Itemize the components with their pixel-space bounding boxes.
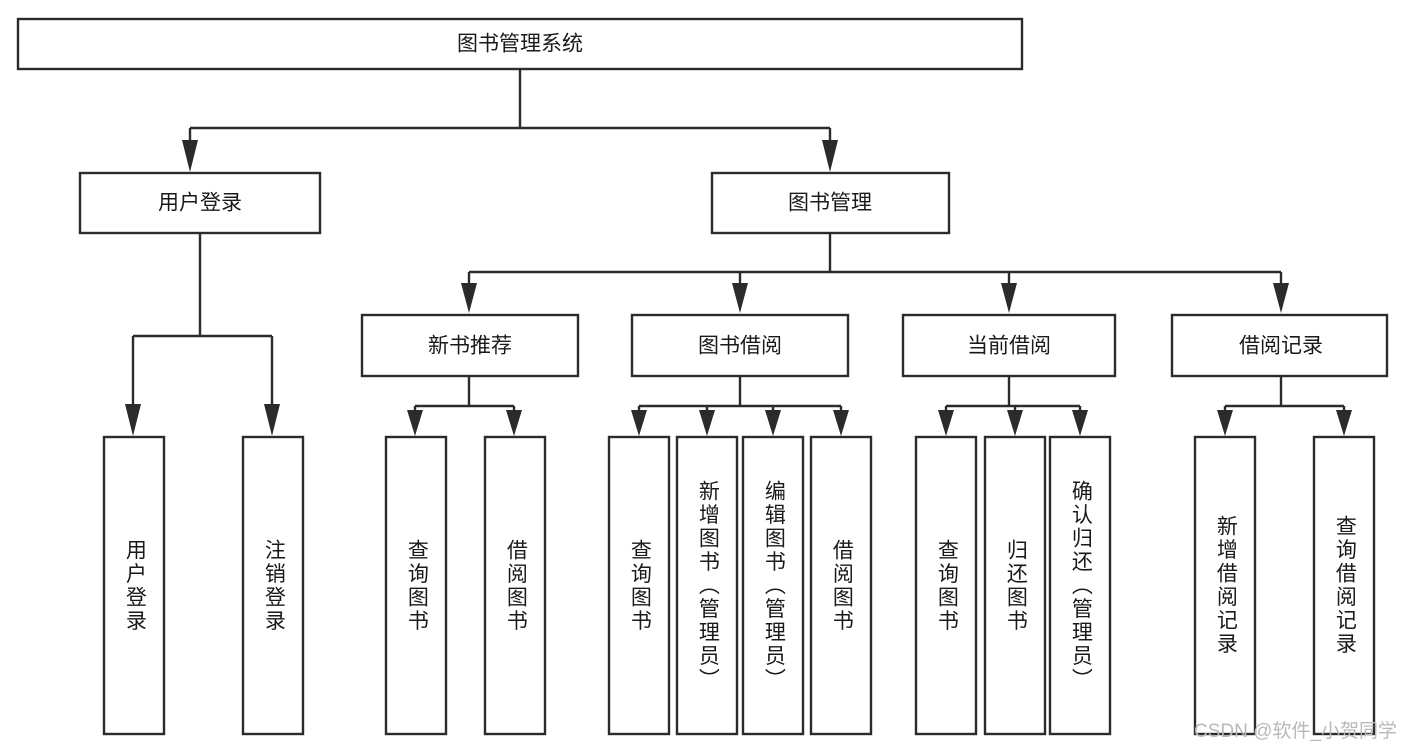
connector-newbook-to-leaves xyxy=(407,376,522,436)
node-box-leaf-query-book-2[interactable] xyxy=(607,435,671,736)
node-box-leaf-confirm-return[interactable] xyxy=(1048,435,1112,736)
node-label-book-manage: 图书管理 xyxy=(788,192,872,215)
node-box-leaf-query-record[interactable] xyxy=(1312,435,1376,736)
arrow-head-icon xyxy=(822,140,838,172)
node-book-borrow[interactable]: 图书借阅 xyxy=(630,313,850,378)
node-box-new-book-rec[interactable] xyxy=(360,313,580,378)
node-box-leaf-borrow-book-2[interactable] xyxy=(809,435,873,736)
arrow-head-icon xyxy=(461,283,477,313)
arrow-head-icon xyxy=(264,404,280,436)
node-box-leaf-query-book-1[interactable] xyxy=(384,435,448,736)
arrow-head-icon xyxy=(1007,410,1023,436)
node-box-borrow-record[interactable] xyxy=(1170,313,1389,378)
node-box-root[interactable] xyxy=(16,17,1024,71)
node-box-leaf-user-logout[interactable] xyxy=(241,435,305,736)
arrow-head-icon xyxy=(506,410,522,436)
arrow-head-icon xyxy=(699,410,715,436)
node-box-book-borrow[interactable] xyxy=(630,313,850,378)
node-box-leaf-add-book[interactable] xyxy=(675,435,739,736)
arrow-head-icon xyxy=(407,410,423,436)
connector-bookborrow-to-leaves xyxy=(631,376,849,436)
csdn-watermark: CSDN @软件_小贺同学 xyxy=(1194,721,1397,742)
connector-currentborrow-to-leaves xyxy=(938,376,1088,436)
node-label-book-borrow: 图书借阅 xyxy=(698,335,782,358)
arrow-head-icon xyxy=(938,410,954,436)
node-label-root: 图书管理系统 xyxy=(457,33,583,56)
node-box-leaf-add-record[interactable] xyxy=(1193,435,1257,736)
connector-root-to-level1 xyxy=(182,69,838,172)
node-borrow-record[interactable]: 借阅记录 xyxy=(1170,313,1389,378)
arrow-head-icon xyxy=(631,410,647,436)
node-user-login[interactable]: 用户登录 xyxy=(78,171,322,235)
connector-borrowrecord-to-leaves xyxy=(1217,376,1352,436)
node-root[interactable]: 图书管理系统 xyxy=(16,17,1024,71)
node-new-book-rec[interactable]: 新书推荐 xyxy=(360,313,580,378)
node-box-book-manage[interactable] xyxy=(710,171,951,235)
node-label-new-book-rec: 新书推荐 xyxy=(428,335,512,358)
node-current-borrow[interactable]: 当前借阅 xyxy=(901,313,1117,378)
node-box-user-login[interactable] xyxy=(78,171,322,235)
connector-bookmanage-to-level2 xyxy=(461,233,1289,313)
node-label-borrow-record: 借阅记录 xyxy=(1239,335,1323,358)
node-label-user-login: 用户登录 xyxy=(158,192,242,215)
node-label-current-borrow: 当前借阅 xyxy=(967,335,1051,358)
arrow-head-icon xyxy=(125,404,141,436)
arrow-head-icon xyxy=(1336,410,1352,436)
node-box-current-borrow[interactable] xyxy=(901,313,1117,378)
arrow-head-icon xyxy=(1217,410,1233,436)
node-box-leaf-borrow-book-1[interactable] xyxy=(483,435,547,736)
node-book-manage[interactable]: 图书管理 xyxy=(710,171,951,235)
connector-userlogin-to-leaves xyxy=(125,233,280,436)
node-box-leaf-user-login[interactable] xyxy=(102,435,166,736)
node-box-leaf-query-book-3[interactable] xyxy=(914,435,978,736)
arrow-head-icon xyxy=(833,410,849,436)
arrow-head-icon xyxy=(732,283,748,313)
node-box-leaf-edit-book[interactable] xyxy=(741,435,805,736)
arrow-head-icon xyxy=(765,410,781,436)
arrow-head-icon xyxy=(1001,283,1017,313)
arrow-head-icon xyxy=(1273,283,1289,313)
arrow-head-icon xyxy=(182,140,198,172)
arrow-head-icon xyxy=(1072,410,1088,436)
leaf-nodes-group xyxy=(102,435,1376,736)
node-box-leaf-return-book[interactable] xyxy=(983,435,1047,736)
